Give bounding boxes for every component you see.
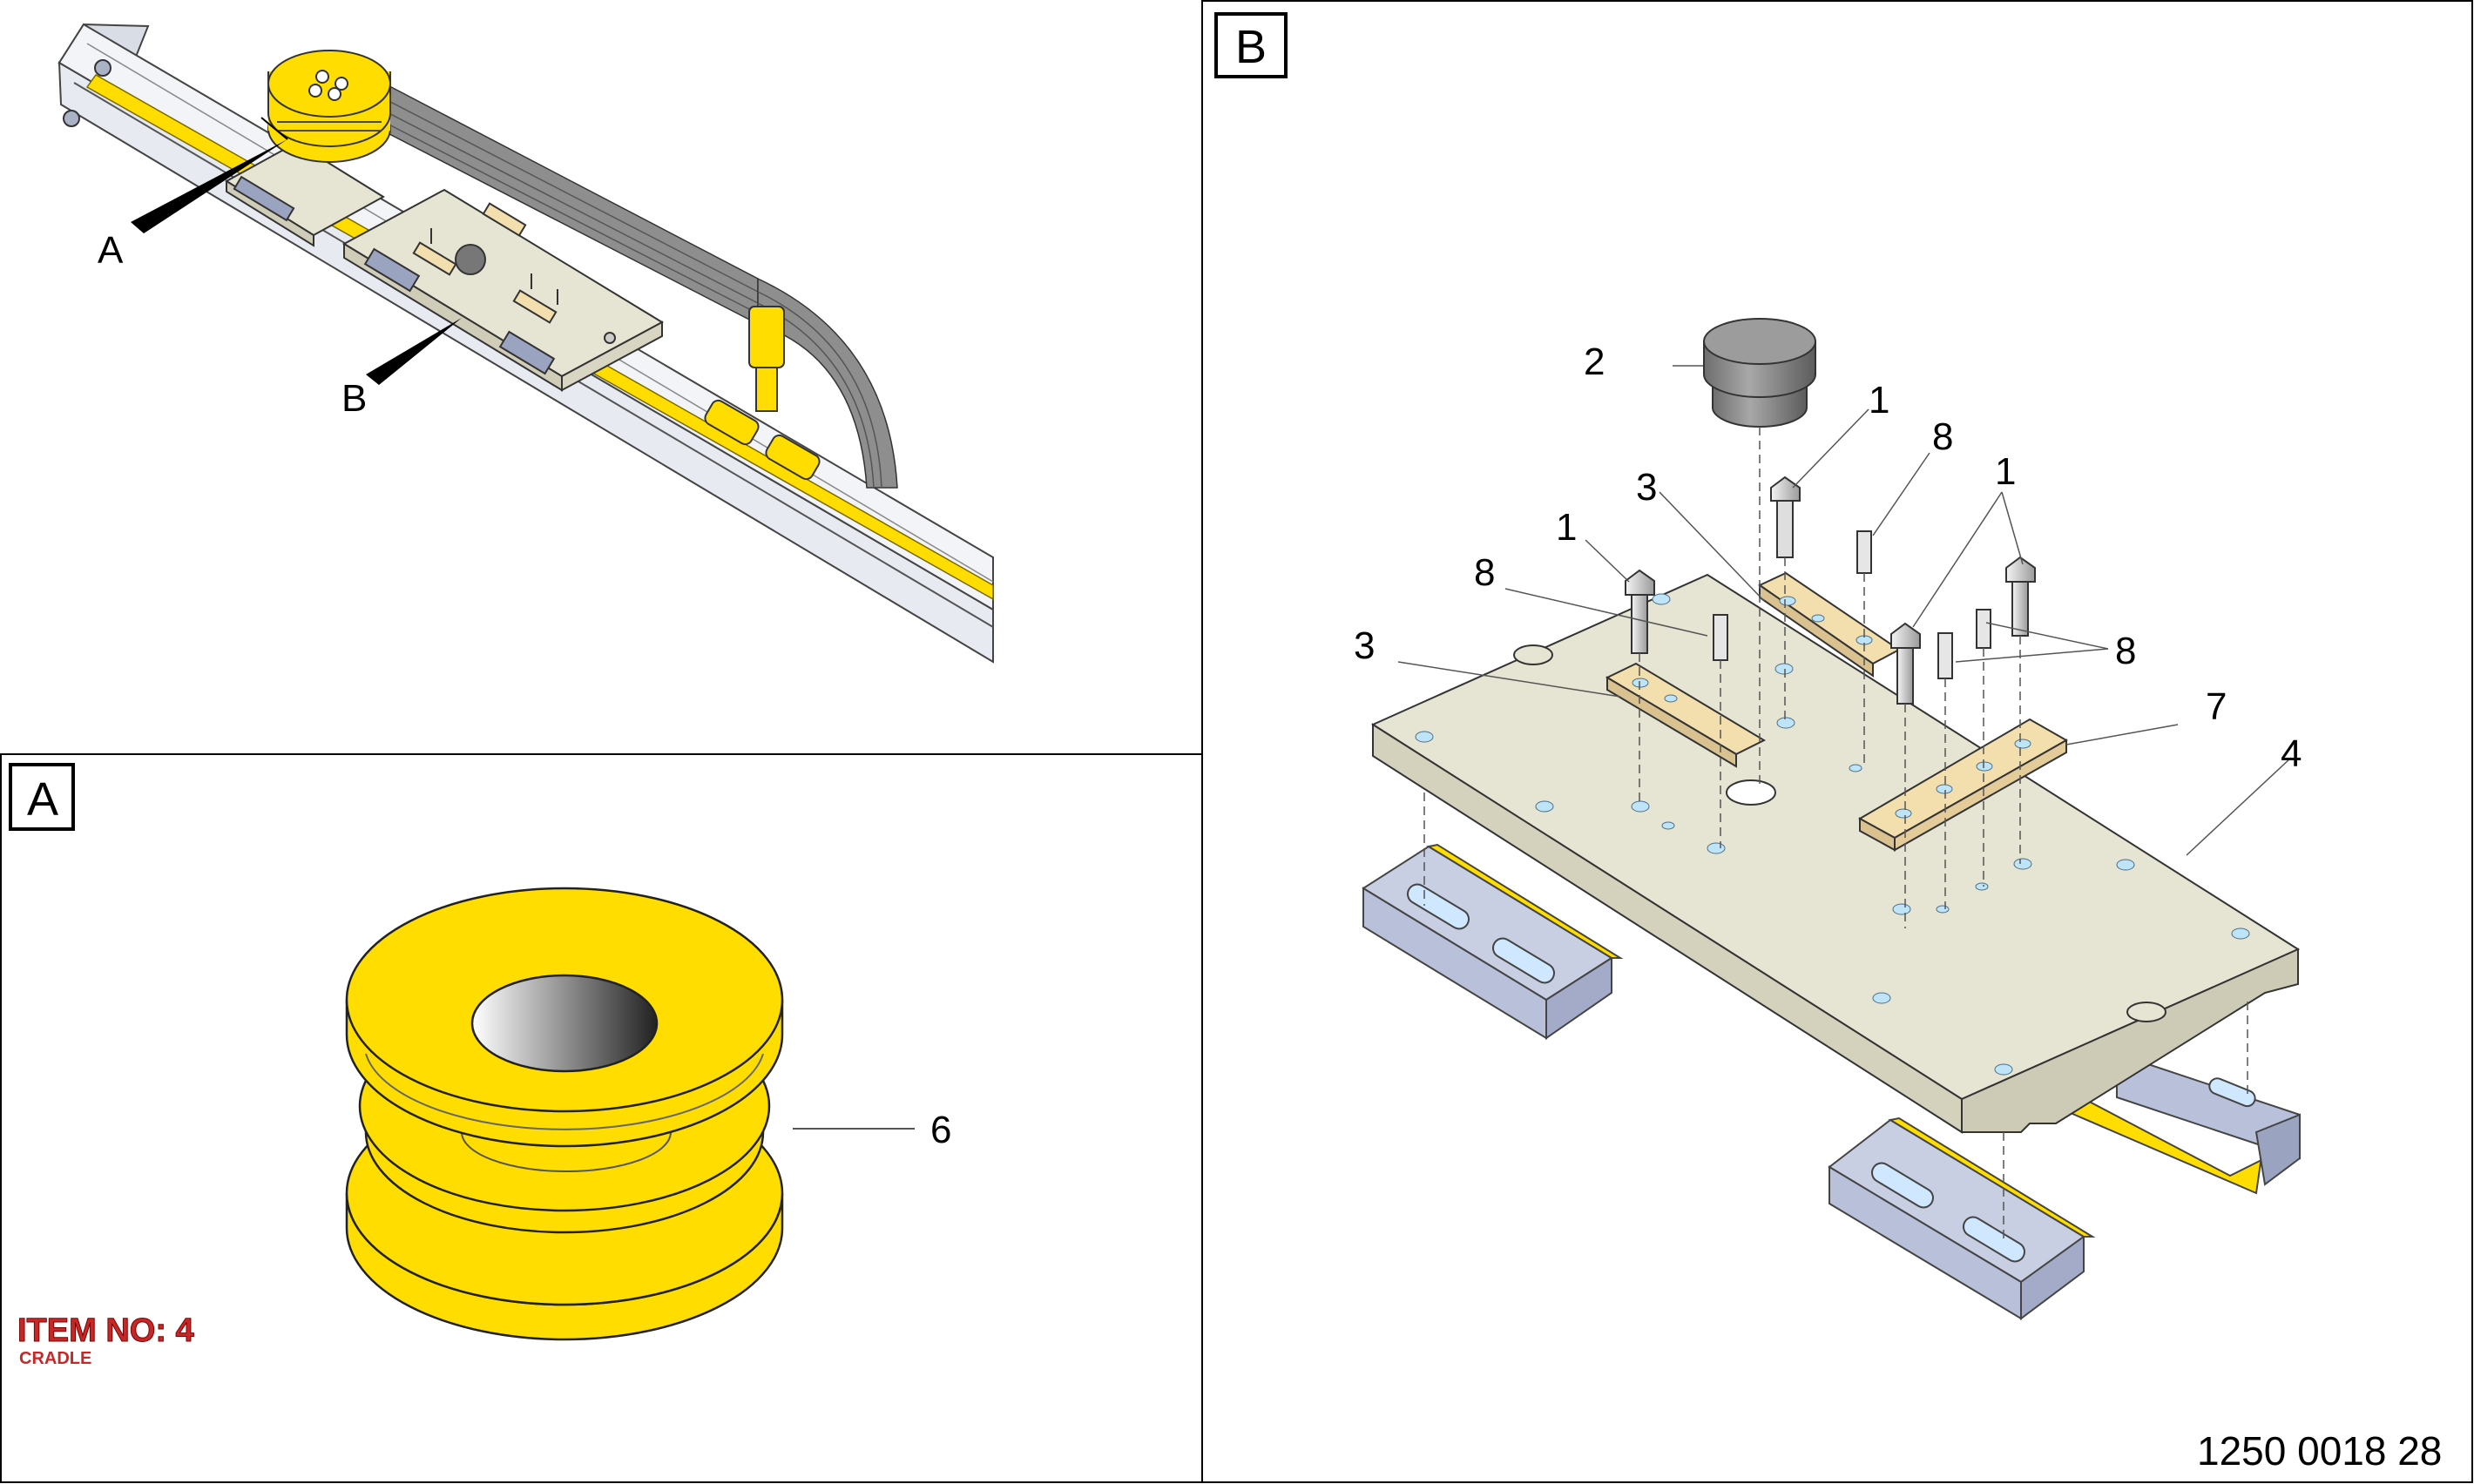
item-name-stamp: CRADLE	[19, 1349, 91, 1368]
callout-1-right: 1	[1995, 450, 2016, 493]
screw-8-right-a	[1976, 609, 1991, 649]
callout-8-right: 8	[2115, 630, 2136, 672]
pulley-mount-plate	[225, 141, 385, 247]
detail-b-box-label: B	[1235, 21, 1267, 73]
bolt-1-top	[1770, 476, 1801, 558]
bolt-1-mid	[1890, 622, 1921, 705]
rubber-cap-part	[1703, 318, 1816, 428]
pointer-b-arrow	[366, 318, 462, 385]
callout-1-left: 1	[1556, 506, 1577, 549]
overview-illustration: A B	[57, 23, 994, 664]
callout-7: 7	[2206, 685, 2227, 728]
pointer-a-label: A	[98, 229, 124, 272]
rail-front	[1828, 1116, 2096, 1320]
document-number: 1250 0018 28	[2197, 1428, 2442, 1474]
callout-4: 4	[2281, 732, 2302, 775]
socket-screws	[1713, 530, 1991, 679]
bolt-1-left	[1625, 569, 1655, 654]
screw-8-right-b	[1937, 632, 1953, 679]
callout-8-top: 8	[1932, 415, 1953, 458]
detail-a-box-label: A	[27, 773, 58, 826]
pointer-a-arrow	[131, 139, 287, 233]
detail-a-panel: A 6 ITEM NO: 4 CRADLE	[9, 763, 951, 1368]
carriage-plate	[341, 188, 665, 392]
assembly-lines	[1423, 427, 2248, 1241]
screw-8-left	[1713, 614, 1728, 661]
track-slider	[704, 399, 821, 481]
callout-6: 6	[930, 1109, 951, 1151]
callout-1-top: 1	[1869, 379, 1889, 422]
bolt-1-right	[2005, 556, 2036, 637]
callout-3-left: 3	[1354, 624, 1375, 667]
rail-left	[1362, 843, 1624, 1040]
detail-b-box	[1214, 12, 1288, 78]
pulley-roller	[267, 50, 391, 163]
callout-3-upper: 3	[1636, 466, 1657, 509]
callout-leaders	[1397, 365, 2292, 856]
pointer-b-label: B	[341, 377, 367, 420]
callout-8-left: 8	[1474, 551, 1495, 594]
screw-8-top	[1856, 530, 1872, 574]
item-number-stamp: ITEM NO: 4	[17, 1312, 194, 1349]
cradle-plate	[1370, 573, 2301, 1134]
callout-2: 2	[1584, 341, 1605, 383]
roller-wheel-part	[345, 887, 784, 1341]
detail-b-panel: B	[1214, 12, 2442, 1474]
hex-bolts	[1625, 476, 2036, 705]
detail-a-box	[9, 763, 75, 831]
belt-clamp	[748, 306, 785, 412]
